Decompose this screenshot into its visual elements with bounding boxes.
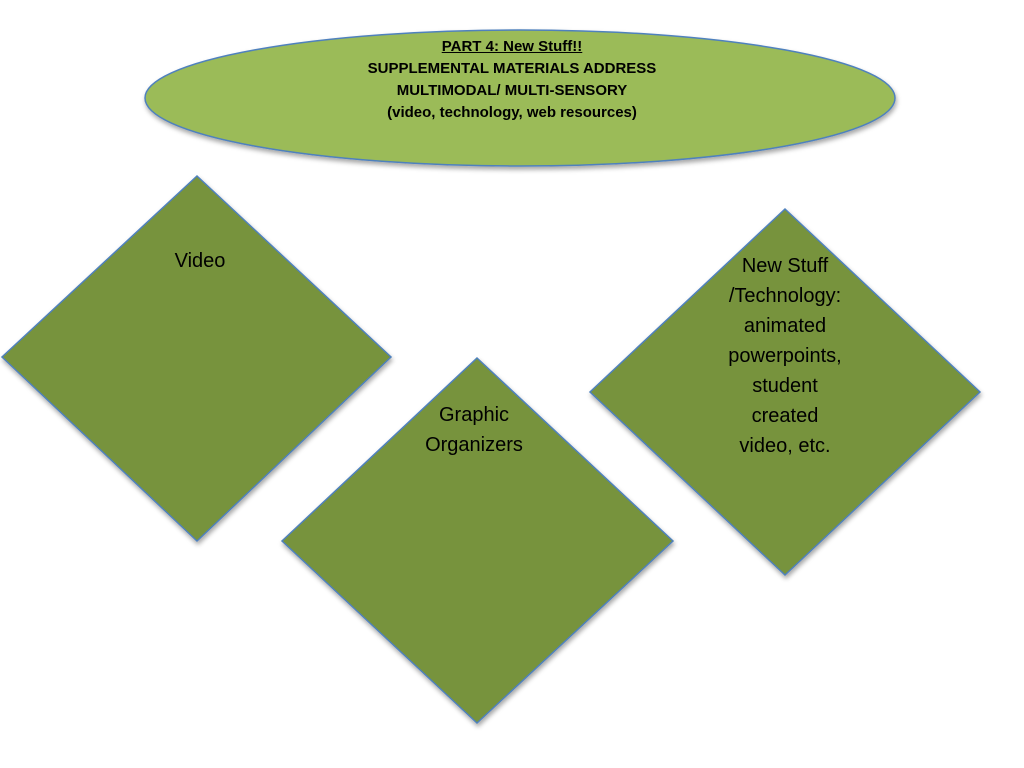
graphic-organizers-label-1: Graphic: [438, 404, 510, 426]
graphic-organizers-diamond-text: Graphic Organizers: [394, 400, 554, 460]
title-heading: PART 4: New Stuff!!: [441, 38, 583, 55]
video-label: Video: [174, 250, 226, 272]
new-stuff-label-5: student: [752, 375, 818, 397]
title-oval-shape: [144, 29, 896, 167]
new-stuff-diamond-text: New Stuff /Technology: animated powerpoi…: [700, 251, 870, 461]
video-diamond-text: Video: [120, 246, 280, 276]
title-oval-text: PART 4: New Stuff!! SUPPLEMENTAL MATERIA…: [300, 36, 724, 124]
video-diamond-shape: [0, 174, 393, 543]
new-stuff-label-3: animated: [743, 315, 827, 337]
title-line-2: MULTIMODAL/ MULTI-SENSORY: [396, 82, 628, 99]
new-stuff-label-1: New Stuff: [741, 255, 829, 277]
new-stuff-diamond-shape: [588, 207, 982, 577]
new-stuff-label-4: powerpoints,: [728, 345, 842, 367]
title-line-1: SUPPLEMENTAL MATERIALS ADDRESS: [367, 60, 657, 77]
graphic-organizers-diamond-shape: [280, 356, 675, 725]
graphic-organizers-label-2: Organizers: [425, 434, 523, 456]
title-line-3: (video, technology, web resources): [387, 104, 637, 121]
new-stuff-label-6: created: [751, 405, 819, 427]
new-stuff-label-2: /Technology:: [728, 285, 842, 307]
new-stuff-label-7: video, etc.: [739, 435, 831, 457]
